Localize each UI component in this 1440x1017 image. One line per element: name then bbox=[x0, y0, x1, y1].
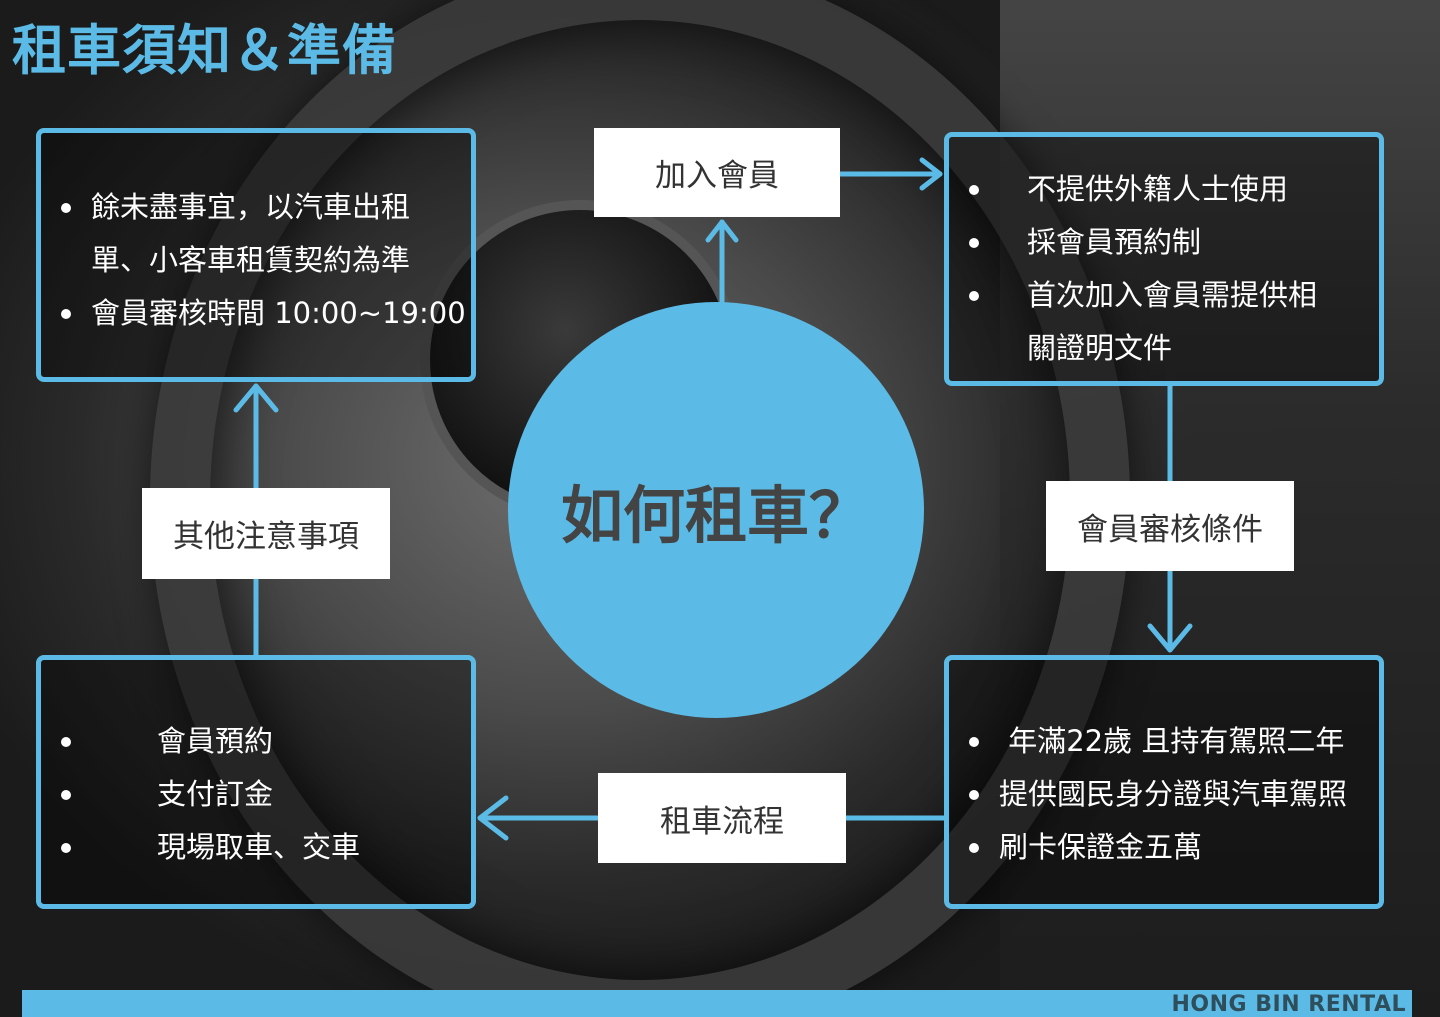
list-item: 現場取車、交車 bbox=[41, 821, 471, 874]
center-circle: 如何租車？ bbox=[508, 302, 924, 718]
label-review-conditions: 會員審核條件 bbox=[1046, 481, 1294, 571]
list-item: 年滿22歲 且持有駕照二年 bbox=[949, 715, 1379, 768]
box-review-conditions: 年滿22歲 且持有駕照二年 提供國民身分證與汽車駕照 刷卡保證金五萬 bbox=[944, 655, 1384, 909]
list-item: 會員審核時間 10:00~19:00 bbox=[41, 287, 471, 340]
arrowhead-bottom-right bbox=[1147, 623, 1193, 653]
list-item: 採會員預約制 bbox=[949, 216, 1379, 269]
arrowhead-top-left bbox=[233, 383, 279, 413]
arrowhead-bottom-left bbox=[477, 795, 509, 841]
arrowhead-top-right bbox=[919, 157, 943, 191]
page-title: 租車須知＆準備 bbox=[12, 19, 397, 82]
list-item: 刷卡保證金五萬 bbox=[949, 821, 1379, 874]
arrowhead-join bbox=[705, 219, 739, 243]
list-item: 不提供外籍人士使用 bbox=[949, 163, 1379, 216]
brand-name: HONG BIN RENTAL bbox=[1171, 992, 1406, 1017]
list-item: 支付訂金 bbox=[41, 768, 471, 821]
footer-bar: HONG BIN RENTAL bbox=[22, 990, 1412, 1017]
list-item: 單、小客車租賃契約為準 bbox=[91, 243, 411, 277]
list-item: 餘未盡事宜，以汽車出租 bbox=[41, 181, 471, 234]
box-rental-process: 會員預約 支付訂金 現場取車、交車 bbox=[36, 655, 476, 909]
label-other-notes: 其他注意事項 bbox=[142, 488, 390, 579]
list-item: 首次加入會員需提供相 bbox=[949, 269, 1379, 322]
list-item: 會員預約 bbox=[41, 715, 471, 768]
box-other-notes: 餘未盡事宜，以汽車出租 單、小客車租賃契約為準 會員審核時間 10:00~19:… bbox=[36, 128, 476, 382]
label-rental-process: 租車流程 bbox=[598, 773, 846, 863]
list-item: 提供國民身分證與汽車駕照 bbox=[949, 768, 1379, 821]
list-item: 關證明文件 bbox=[1027, 331, 1173, 365]
label-join-member: 加入會員 bbox=[594, 128, 840, 217]
box-member-rules: 不提供外籍人士使用 採會員預約制 首次加入會員需提供相 關證明文件 bbox=[944, 132, 1384, 386]
